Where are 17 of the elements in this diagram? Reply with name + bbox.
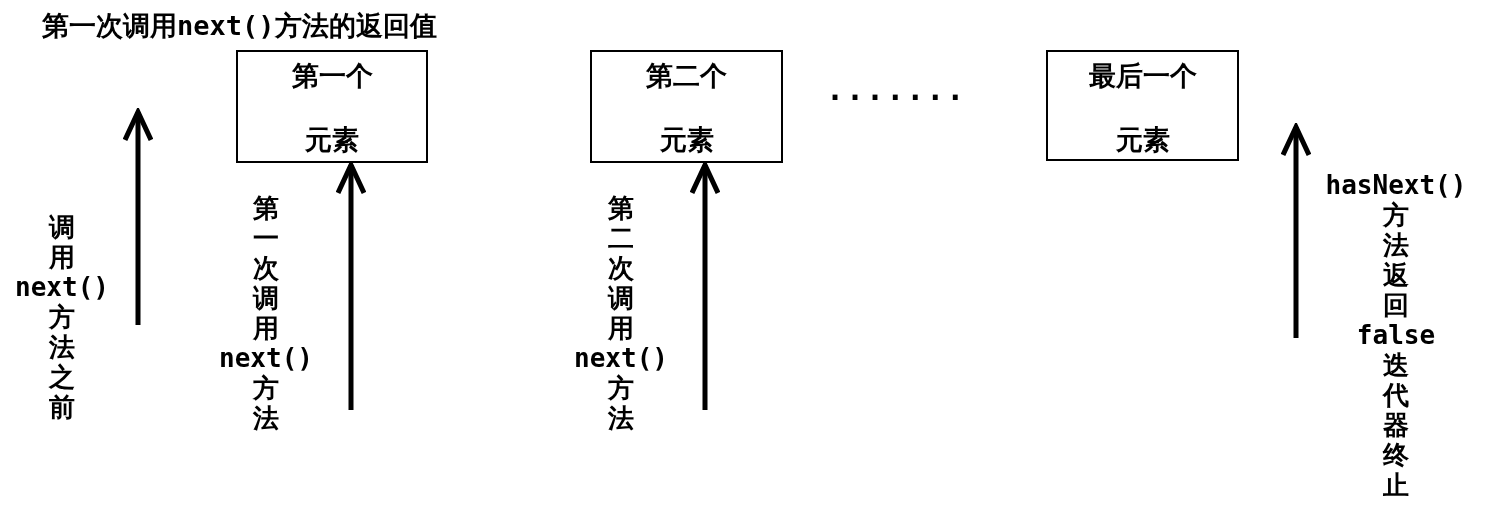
arrow bbox=[689, 162, 721, 410]
box-text: 第二个 bbox=[645, 59, 728, 93]
arrow bbox=[335, 162, 367, 410]
vertical-label: 第一次调用next()方法 bbox=[218, 193, 314, 433]
vertical-label: 第二次调用next()方法 bbox=[573, 193, 669, 433]
box-text: 最后一个 bbox=[1087, 59, 1198, 93]
element-box bbox=[590, 50, 783, 163]
title: 第一次调用next()方法的返回值 bbox=[42, 9, 437, 43]
box-text: 元素 bbox=[1114, 123, 1171, 157]
element-box bbox=[236, 50, 428, 163]
box-text: 元素 bbox=[304, 123, 360, 157]
box-text: 元素 bbox=[658, 123, 715, 157]
element-box bbox=[1046, 50, 1239, 161]
box-text: 第一个 bbox=[290, 59, 374, 93]
ellipsis-dots: ······· bbox=[826, 80, 967, 115]
vertical-label: 调用next()方法之前 bbox=[14, 212, 110, 422]
vertical-label: hasNext()方法返回false迭代器终止 bbox=[1324, 170, 1468, 500]
